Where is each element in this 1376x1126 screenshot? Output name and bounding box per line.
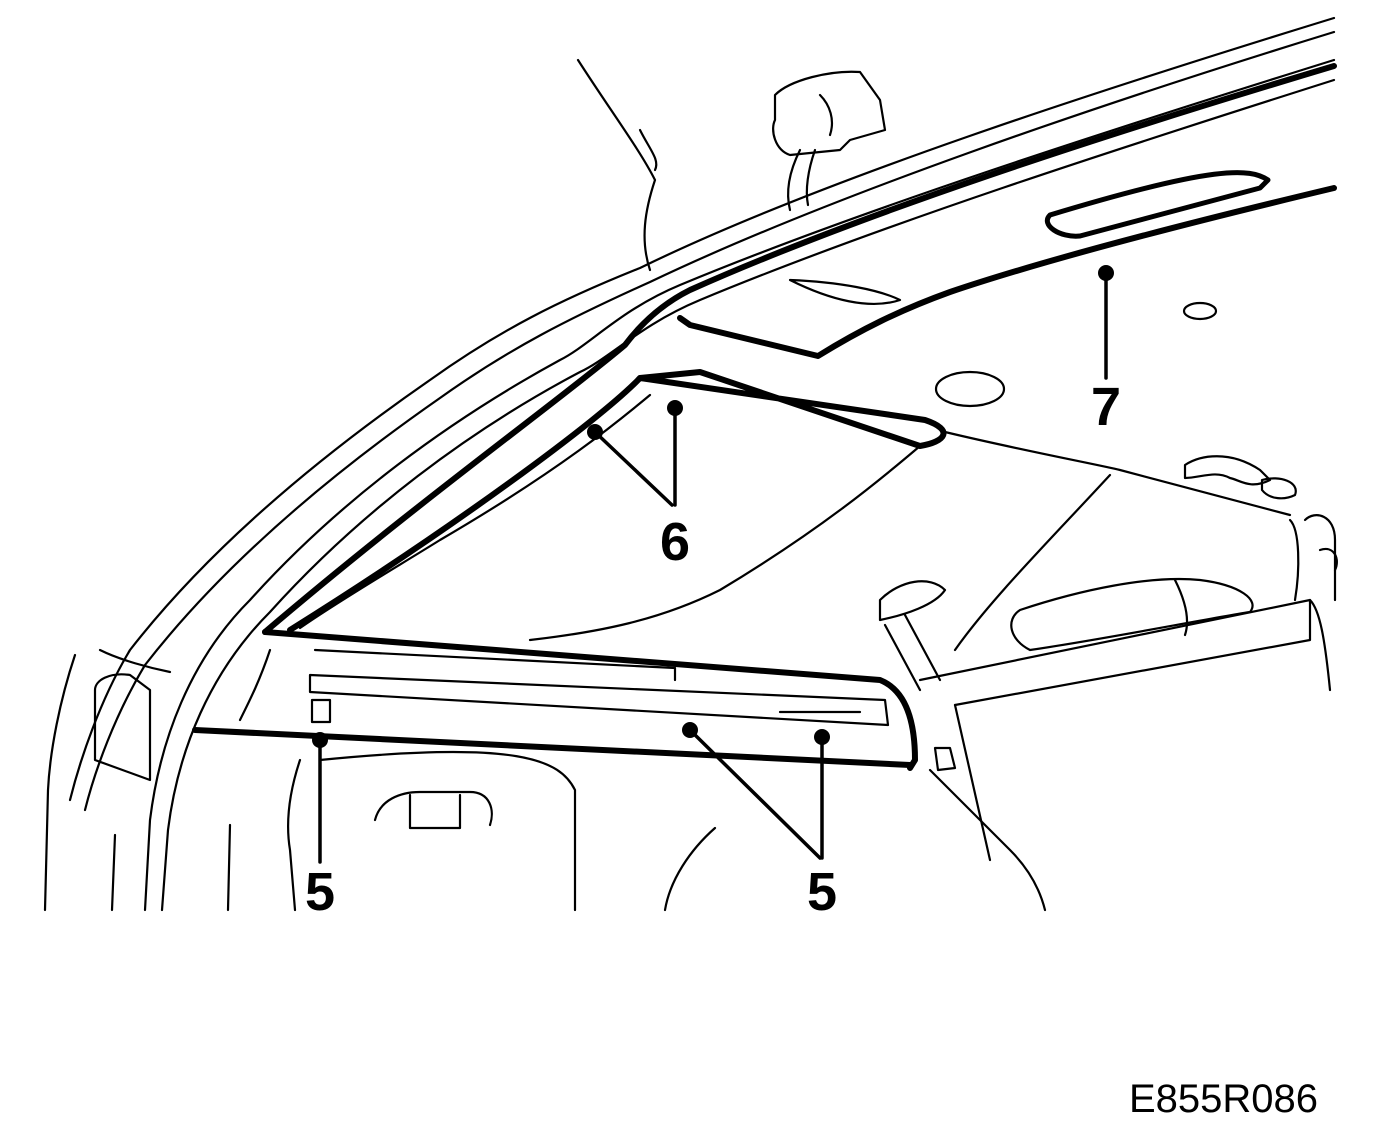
callout-5-left: 5 [305,862,335,922]
callout-6: 6 [660,512,690,572]
dot-5a [312,732,328,748]
callout-7: 7 [1091,377,1121,437]
dot-6a [587,424,603,440]
dot-5b [682,722,698,738]
figure-id: E855R086 [1128,1077,1318,1121]
dot-6b [667,400,683,416]
roof-seal-strip [262,63,1337,635]
lower-sill-seal [192,629,918,771]
quarter-window-seal [287,369,947,642]
roof-rail-outer [68,16,1336,912]
dot-7 [1098,265,1114,281]
leader-6a [593,430,674,507]
callout-5-right: 5 [807,862,837,922]
leader-dots [312,265,1114,748]
body-interior-lines [43,58,1338,912]
leader-lines [318,271,1108,864]
dot-5c [814,729,830,745]
leader-5b [688,728,822,860]
